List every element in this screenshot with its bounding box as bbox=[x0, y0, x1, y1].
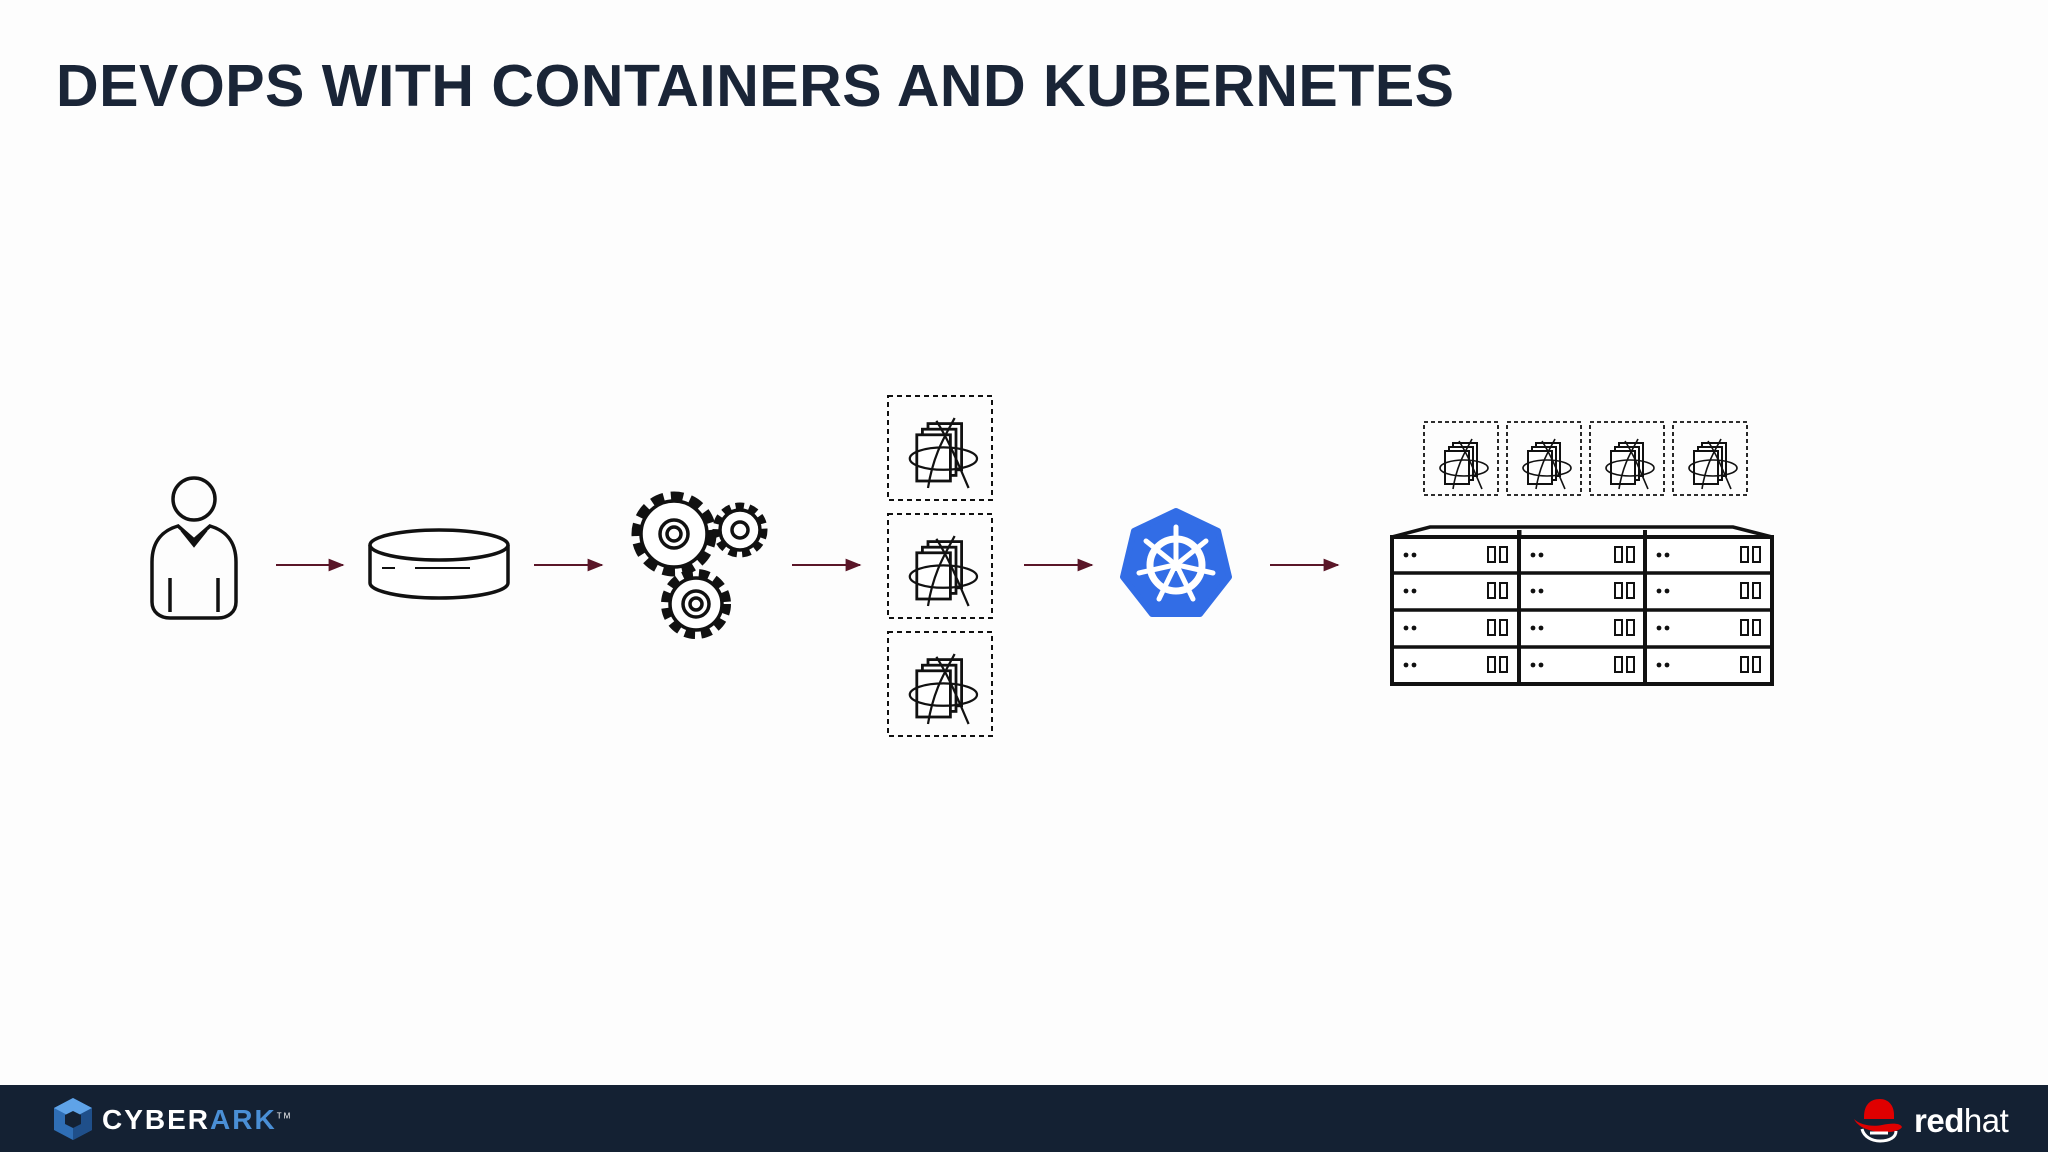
container-image-1 bbox=[887, 395, 993, 501]
redhat-shadowman-icon bbox=[1854, 1099, 1902, 1143]
cluster-containers bbox=[1423, 421, 1748, 496]
cyberark-cube-icon bbox=[54, 1098, 92, 1140]
container-image-2 bbox=[887, 513, 993, 619]
disk-icon bbox=[368, 528, 510, 600]
cluster-container-3 bbox=[1589, 421, 1665, 496]
container-image-3 bbox=[887, 631, 993, 737]
server-rack-icon bbox=[1390, 525, 1774, 686]
cluster-container-1 bbox=[1423, 421, 1499, 496]
person-icon bbox=[150, 476, 238, 620]
devops-pipeline-diagram bbox=[150, 395, 1774, 737]
gears-icon bbox=[631, 491, 768, 639]
kubernetes-helm-icon bbox=[1120, 508, 1232, 617]
slide-title: DEVOPS WITH CONTAINERS AND KUBERNETES bbox=[56, 53, 1455, 119]
cluster-container-4 bbox=[1672, 421, 1748, 496]
footer-bar: CYBERARKTM redhat bbox=[0, 1085, 2048, 1152]
redhat-logo: redhat bbox=[1850, 1097, 2020, 1143]
redhat-wordmark: redhat bbox=[1914, 1102, 2009, 1139]
cluster-container-2 bbox=[1506, 421, 1582, 496]
container-stack-icon bbox=[887, 395, 993, 737]
cyberark-wordmark: CYBERARKTM bbox=[102, 1104, 293, 1135]
